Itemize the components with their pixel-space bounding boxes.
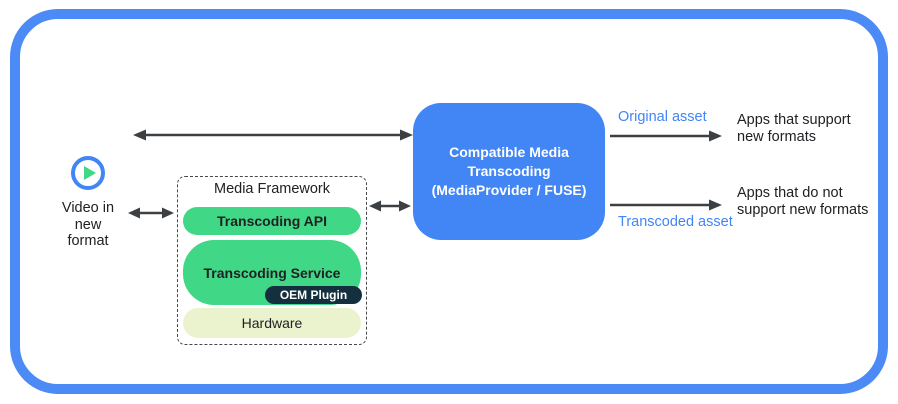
media-framework-title: Media Framework [213,181,331,197]
source-label-line2: new [74,216,102,233]
oem-plugin-badge: OEM Plugin [265,286,362,304]
play-icon [71,156,105,190]
transcoded-asset-label: Transcoded asset [618,214,733,230]
transcoder-title: Compatible Media Transcoding [449,144,569,179]
apps-support-label: Apps that support new formats [737,112,851,145]
outer-frame [10,9,888,394]
source-label-line3: format [67,233,109,249]
media-framework-box [177,176,367,345]
transcoder-subtitle: (MediaProvider / FUSE) [431,182,587,198]
original-asset-label: Original asset [618,109,707,125]
transcoding-api-pill: Transcoding API [183,207,361,235]
source-label: Video in new format [38,200,138,250]
play-triangle [83,166,96,180]
apps-no-support-label: Apps that do not support new formats [737,185,869,218]
compatible-media-transcoding-box: Compatible Media Transcoding (MediaProvi… [413,103,605,240]
hardware-pill: Hardware [183,308,361,338]
source-label-line1: Video in [61,200,115,216]
